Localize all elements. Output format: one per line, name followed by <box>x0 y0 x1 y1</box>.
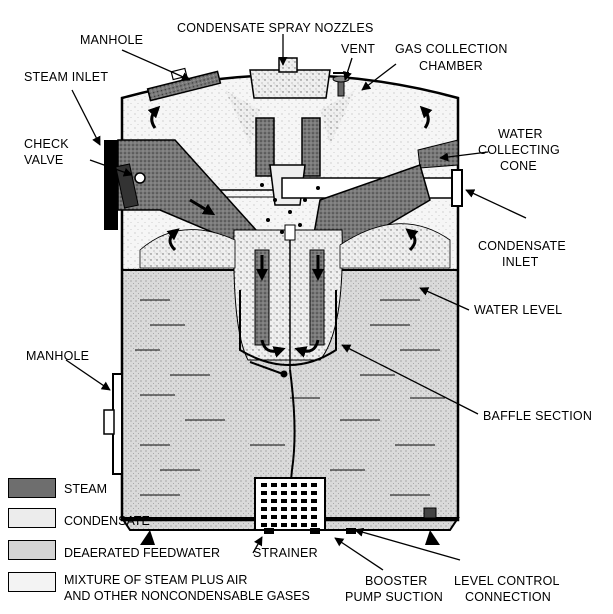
strainer-hole <box>271 499 277 503</box>
baffle-section <box>233 224 343 370</box>
strainer-hole <box>311 515 317 519</box>
condensate-inlet-label-2: INLET <box>502 255 539 269</box>
legend-label-mixture-1: MIXTURE OF STEAM PLUS AIR <box>64 573 248 587</box>
strainer-hole <box>271 491 277 495</box>
check-valve-label-1: CHECK <box>24 137 69 151</box>
strainer-hole <box>311 507 317 511</box>
legend-swatch-steam <box>8 478 56 498</box>
baffle-section-label: BAFFLE SECTION <box>483 409 593 423</box>
legend-label-condensate: CONDENSATE <box>64 514 150 528</box>
manhole-top-label: MANHOLE <box>80 33 144 47</box>
strainer-hole <box>291 507 297 511</box>
check-valve-label-2: VALVE <box>24 153 64 167</box>
strainer-hole <box>301 515 307 519</box>
level-control-label-2: CONNECTION <box>465 590 552 604</box>
steam-inlet-label: STEAM INLET <box>24 70 109 84</box>
booster-label-1: BOOSTER <box>365 574 428 588</box>
water-cone-label-1: WATER <box>498 127 543 141</box>
side-manhole <box>103 373 123 475</box>
strainer-hole <box>301 483 307 487</box>
condensate-inlet-label-1: CONDENSATE <box>478 239 566 253</box>
strainer-hole <box>271 483 277 487</box>
strainer-hole <box>281 499 287 503</box>
spray-nozzles-label: CONDENSATE SPRAY NOZZLES <box>177 21 374 35</box>
legend-swatch-condensate <box>8 508 56 528</box>
strainer-hole <box>291 499 297 503</box>
strainer-hole <box>271 523 277 527</box>
gas-chamber-label-1: GAS COLLECTION <box>395 42 508 56</box>
strainer-hole <box>301 523 307 527</box>
strainer-hole <box>281 483 287 487</box>
strainer-hole <box>291 523 297 527</box>
strainer-hole <box>301 507 307 511</box>
legend-label-feedwater: DEAERATED FEEDWATER <box>64 546 221 560</box>
strainer-hole <box>311 523 317 527</box>
spray-droplets <box>260 183 320 234</box>
strainer-hole <box>291 483 297 487</box>
leader-lines <box>65 34 527 571</box>
strainer-hole <box>281 491 287 495</box>
strainer-hole <box>311 499 317 503</box>
water-cone-label-3: CONE <box>500 159 537 173</box>
legend-label-steam: STEAM <box>64 482 108 496</box>
legend-label-mixture-2: AND OTHER NONCONDENSABLE GASES <box>64 589 310 603</box>
strainer <box>254 477 326 531</box>
strainer-hole <box>261 507 267 511</box>
water-cone-label-2: COLLECTING <box>478 143 560 157</box>
strainer-hole <box>261 515 267 519</box>
strainer-hole <box>281 523 287 527</box>
gas-chamber-label-2: CHAMBER <box>419 59 483 73</box>
strainer-label: STRAINER <box>253 546 318 560</box>
strainer-hole <box>261 523 267 527</box>
strainer-hole <box>281 507 287 511</box>
level-control-label-1: LEVEL CONTROL <box>454 574 560 588</box>
strainer-hole <box>291 515 297 519</box>
strainer-hole <box>311 483 317 487</box>
manhole-side-label: MANHOLE <box>26 349 90 363</box>
strainer-hole <box>301 499 307 503</box>
vent-label: VENT <box>341 42 376 56</box>
strainer-hole <box>271 515 277 519</box>
strainer-hole <box>301 491 307 495</box>
strainer-hole <box>261 483 267 487</box>
strainer-hole <box>261 499 267 503</box>
check-valve <box>115 163 146 209</box>
strainer-hole <box>261 491 267 495</box>
legend-swatch-feedwater <box>8 540 56 560</box>
strainer-hole <box>311 491 317 495</box>
strainer-hole <box>281 515 287 519</box>
strainer-hole <box>291 491 297 495</box>
legend-swatch-mixture <box>8 572 56 592</box>
water-dashes <box>135 299 445 496</box>
strainer-hole <box>271 507 277 511</box>
flow-arrows <box>147 105 433 358</box>
booster-label-2: PUMP SUCTION <box>345 590 444 604</box>
water-level-label: WATER LEVEL <box>474 303 563 317</box>
